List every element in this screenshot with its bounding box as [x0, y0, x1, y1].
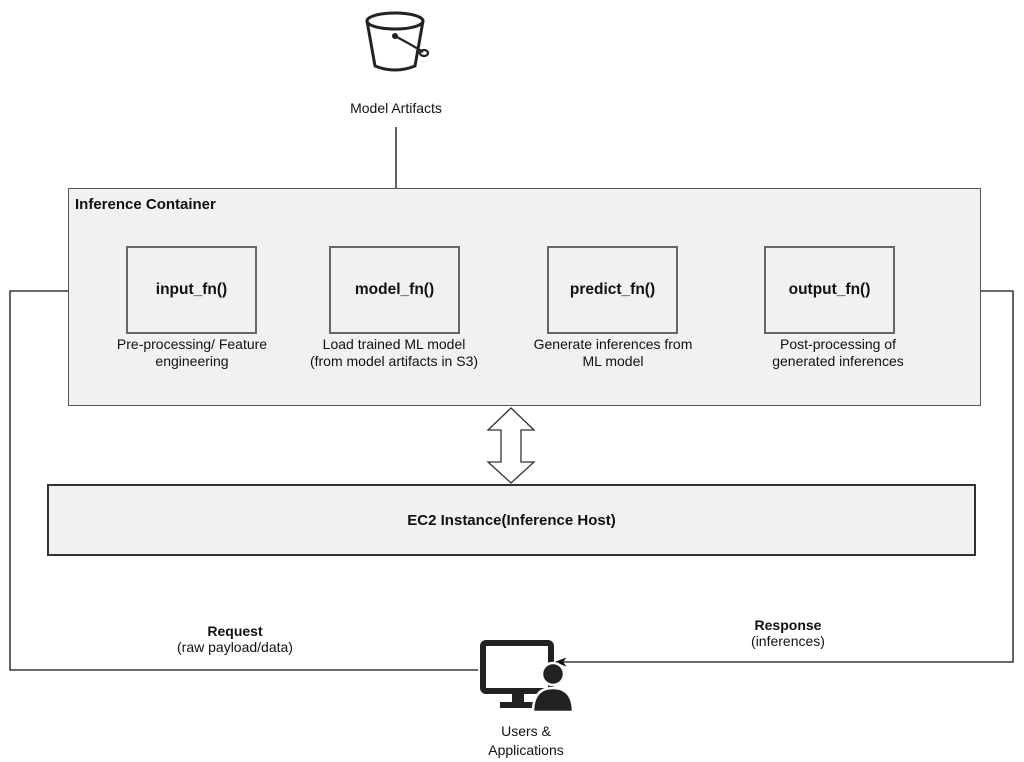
ec2-instance-box: EC2 Instance(Inference Host)	[47, 484, 976, 556]
request-label: Request (raw payload/data)	[150, 623, 320, 655]
s3-bucket-icon	[360, 8, 432, 76]
response-label: Response (inferences)	[718, 617, 858, 649]
predict-fn-desc-line-1: Generate inferences from	[533, 336, 693, 352]
response-title: Response	[754, 617, 822, 633]
request-title: Request	[207, 623, 263, 639]
predict-fn-label: predict_fn()	[569, 281, 656, 298]
predict-fn-desc-line-2: ML model	[582, 353, 644, 369]
output-fn-desc-line-1: Post-processing of	[780, 336, 896, 352]
input-fn-description: Pre-processing/ Feature engineering	[82, 336, 302, 370]
model-fn-label: model_fn()	[354, 281, 435, 298]
output-fn-description: Post-processing of generated inferences	[728, 336, 948, 370]
model-fn-description: Load trained ML model (from model artifa…	[284, 336, 504, 370]
model-fn-box: model_fn()	[329, 246, 460, 334]
input-fn-box: input_fn()	[126, 246, 257, 334]
request-subtitle: (raw payload/data)	[177, 639, 293, 655]
model-fn-desc-line-2: (from model artifacts in S3)	[309, 353, 479, 369]
input-fn-desc-line-2: engineering	[155, 353, 229, 369]
output-fn-desc-line-2: generated inferences	[772, 353, 904, 369]
predict-fn-box: predict_fn()	[547, 246, 678, 334]
predict-fn-description: Generate inferences from ML model	[503, 336, 723, 370]
request-arrow	[9, 286, 478, 671]
bidirectional-arrow	[486, 407, 536, 484]
model-fn-desc-line-1: Load trained ML model	[322, 336, 466, 352]
users-label-line-2: Applications	[488, 742, 564, 758]
users-label: Users & Applications	[446, 722, 606, 760]
model-artifacts-label: Model Artifacts	[350, 100, 442, 116]
ec2-instance-label: EC2 Instance(Inference Host)	[407, 511, 616, 529]
input-fn-desc-line-1: Pre-processing/ Feature	[116, 336, 268, 352]
input-fn-label: input_fn()	[155, 281, 228, 298]
output-fn-label: output_fn()	[788, 281, 871, 298]
inference-container-title: Inference Container	[75, 196, 216, 213]
user-computer-icon	[478, 638, 576, 714]
users-label-line-1: Users &	[501, 723, 551, 739]
response-subtitle: (inferences)	[751, 633, 825, 649]
output-fn-box: output_fn()	[764, 246, 895, 334]
